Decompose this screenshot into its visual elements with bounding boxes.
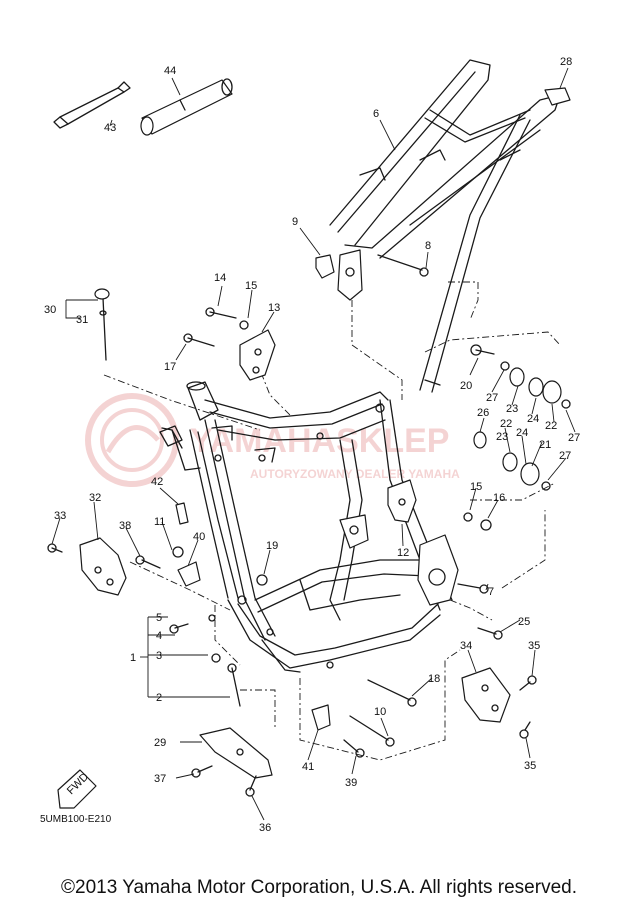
callout-22-mid: 22 [500,418,512,430]
watermark-subtitle: AUTORYZOWANY DEALER YAMAHA [250,467,460,481]
callout-27-top: 27 [486,392,498,404]
callout-17: 17 [164,361,176,373]
watermark: YAMAHASKLEP AUTORYZOWANY DEALER YAMAHA [85,393,460,487]
guide-34 [461,667,511,723]
callout-41: 41 [302,761,314,773]
dipstick-30 [102,297,107,361]
callout-34: 34 [460,640,472,652]
callout-42: 42 [151,476,163,488]
callout-44: 44 [164,65,176,77]
callout-33: 33 [54,510,66,522]
hook-9 [315,254,335,279]
bracket-12 [387,479,417,523]
callout-10: 10 [374,706,386,718]
callout-40: 40 [193,531,205,543]
callout-13: 13 [268,302,280,314]
tube-42 [175,502,189,525]
callout-15-right: 15 [470,481,482,493]
rear-subframe [329,59,571,393]
callout-11: 11 [154,516,165,528]
guard-29 [199,727,273,779]
callout-32: 32 [89,492,101,504]
callout-12: 12 [397,547,409,559]
bracket-41 [311,704,331,731]
callout-35-top: 35 [528,640,540,652]
callout-15-top: 15 [245,280,257,292]
diagram-code: 5UMB100-E210 [40,814,112,825]
callout-37: 37 [154,773,166,785]
callout-7: 7 [488,586,494,598]
callout-26: 26 [477,407,489,419]
callout-16: 16 [493,492,505,504]
copyright-notice: ©2013 Yamaha Motor Corporation, U.S.A. A… [61,877,577,898]
callout-36: 36 [259,822,271,834]
callout-43: 43 [104,122,116,134]
leader-lines [51,67,576,821]
callout-29: 29 [154,737,166,749]
callout-14: 14 [214,272,226,284]
callout-21: 21 [539,439,551,451]
callout-8: 8 [425,240,431,252]
tool-wrench [53,81,131,129]
callout-9: 9 [292,216,298,228]
nuts-washers [172,320,571,663]
callouts: 1 2 3 4 5 6 7 8 9 10 11 12 13 14 15 15 1… [44,56,580,834]
tool-socket [140,78,233,136]
callout-5: 5 [156,612,162,624]
callout-20: 20 [460,380,472,392]
callout-4: 4 [156,630,162,642]
bolts [47,254,537,797]
callout-27-lower: 27 [559,450,571,462]
callout-1: 1 [130,652,136,664]
fwd-arrow-icon: FWD [57,769,97,809]
callout-30: 30 [44,304,56,316]
callout-35-bottom: 35 [524,760,536,772]
callout-28: 28 [560,56,572,68]
callout-6: 6 [373,108,379,120]
bracket-40 [177,561,201,587]
callout-24-bottom: 24 [516,427,528,439]
callout-18: 18 [428,673,440,685]
callout-25: 25 [518,616,530,628]
callout-19: 19 [266,540,278,552]
callout-22: 22 [545,420,557,432]
callout-31: 31 [76,314,88,326]
callout-2: 2 [156,692,162,704]
watermark-title: YAMAHASKLEP [190,422,449,460]
callout-23-bottom: 23 [496,431,508,443]
callout-38: 38 [119,520,131,532]
callout-27-right: 27 [568,432,580,444]
guard-32 [79,537,127,596]
callout-24-top: 24 [527,413,539,425]
callout-39: 39 [345,777,357,789]
callout-3: 3 [156,650,162,662]
callout-23-top: 23 [506,403,518,415]
